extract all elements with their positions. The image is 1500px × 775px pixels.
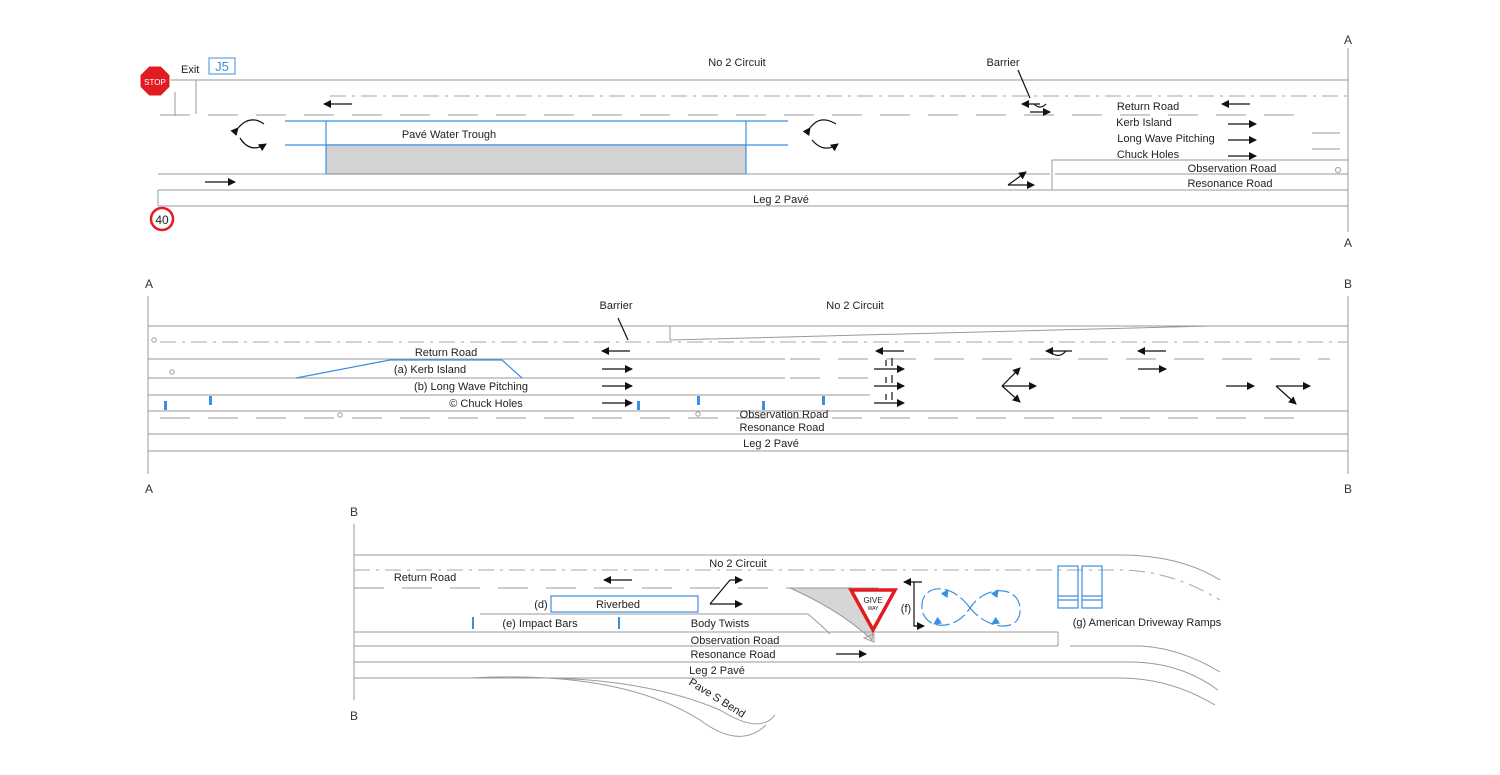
- mini-arrow-cluster-icon: [885, 358, 893, 400]
- s3-riverbed-label: Riverbed: [596, 599, 640, 611]
- s3-body-twists-label: Body Twists: [691, 618, 750, 630]
- marker-b-bottom: B: [350, 709, 358, 723]
- s1-barrier-label: Barrier: [986, 57, 1019, 69]
- kerb-island-outline: [295, 359, 523, 379]
- s2-long-wave-label: (b) Long Wave Pitching: [414, 381, 528, 393]
- s2-return-road-label: Return Road: [415, 347, 477, 359]
- give-way-text-1: GIVE: [863, 596, 882, 605]
- s3-resonance-road-label: Resonance Road: [690, 649, 775, 661]
- chuck-hole-mark: [637, 401, 640, 410]
- s2-barrier-label: Barrier: [599, 300, 632, 312]
- turnaround-left-bottom-icon: [239, 137, 267, 152]
- marker-b-right-top: B: [1344, 277, 1352, 291]
- chuck-hole-mark: [822, 396, 825, 405]
- bollard-icon: [695, 411, 701, 417]
- s2-circuit-label: No 2 Circuit: [826, 300, 883, 312]
- turnaround-right-top-icon: [802, 119, 837, 137]
- s1-resonance-road-label: Resonance Road: [1187, 178, 1272, 190]
- pave-s-bend-road-2: [519, 677, 776, 725]
- chuck-hole-mark: [164, 401, 167, 410]
- s2-barrier-leader: [617, 317, 629, 341]
- bollard-icon: [1335, 167, 1341, 173]
- s3-centre-line: [354, 569, 1221, 601]
- speed-limit-text: 40: [155, 213, 169, 227]
- stop-sign-text: STOP: [144, 78, 166, 87]
- s3-riverbed-tag: (d): [534, 599, 547, 611]
- s3-return-road-label: Return Road: [394, 572, 456, 584]
- section-3: B B (d) Riverbed (e) Impact Bars Body Tw…: [350, 505, 1222, 737]
- s2-resonance-road-label: Resonance Road: [739, 422, 824, 434]
- s3-impact-bars-label: (e) Impact Bars: [502, 618, 578, 630]
- turnaround-right-bottom-icon: [811, 139, 839, 152]
- water-trough-pool: [325, 144, 747, 175]
- s3-right-curve: [1070, 645, 1221, 673]
- curve-icon: [1049, 350, 1067, 357]
- s1-water-trough-label: Pavé Water Trough: [402, 129, 496, 141]
- arrow-southeast-icon: [1275, 385, 1297, 405]
- s1-chuck-holes-label: Chuck Holes: [1117, 149, 1180, 161]
- s3-body-twist-curve: [807, 613, 831, 635]
- fork-line: [709, 579, 731, 605]
- s3-pave-bottom: [354, 677, 1216, 706]
- section-1: A A STOP Exit J: [139, 33, 1352, 250]
- chuck-hole-mark: [209, 396, 212, 405]
- impact-bar-mark: [472, 617, 474, 629]
- s3-pave-s-bend-label: Pave S Bend: [686, 676, 747, 720]
- impact-bar-mark: [618, 617, 620, 629]
- chuck-hole-mark: [697, 396, 700, 405]
- s1-leg2-pave-label: Leg 2 Pavé: [753, 194, 809, 206]
- marker-a-top: A: [1344, 33, 1352, 47]
- marker-a-left-bottom: A: [145, 482, 153, 496]
- exit-label: Exit: [181, 64, 199, 76]
- bollard-icon: [169, 369, 175, 375]
- s1-observation-road-label: Observation Road: [1188, 163, 1277, 175]
- american-ramps-icon: [1057, 565, 1103, 609]
- stop-sign-icon: STOP: [139, 65, 171, 97]
- s3-leg2-pave-label: Leg 2 Pavé: [689, 665, 745, 677]
- section-2: A A B B Barrier No 2 Circu: [145, 277, 1352, 496]
- junction-label: J5: [215, 59, 229, 74]
- barrier-leader-line: [1017, 69, 1031, 99]
- marker-b-right-bottom: B: [1344, 482, 1352, 496]
- s3-circuit-top: [354, 554, 1221, 581]
- observation-road-edge: [1051, 159, 1348, 190]
- bollard-icon: [151, 337, 157, 343]
- s2-leg2-pave-label: Leg 2 Pavé: [743, 438, 799, 450]
- arrow-southeast-icon: [1001, 385, 1021, 403]
- chuck-hole-mark: [762, 401, 765, 410]
- s2-barrier-wedge: [669, 325, 1211, 341]
- s2-observation-road-label: Observation Road: [740, 409, 829, 421]
- barrier-curve-icon: [1033, 103, 1047, 108]
- turnaround-left-top-icon: [230, 119, 265, 136]
- triangle-marker-icon: [862, 633, 875, 643]
- junction-badge: [208, 57, 236, 75]
- marker-b-top: B: [350, 505, 358, 519]
- arrow-northeast-icon: [1001, 367, 1021, 387]
- marker-a-left-top: A: [145, 277, 153, 291]
- riverbed-box: [550, 595, 699, 613]
- figure-eight-icon: [921, 588, 1021, 627]
- s3-f-tag: (f): [901, 603, 911, 615]
- give-way-sign-icon: GIVE WAY: [848, 588, 898, 634]
- marker-a-bottom: A: [1344, 236, 1352, 250]
- s3-american-ramps-label: (g) American Driveway Ramps: [1073, 617, 1222, 629]
- f-bracket: [913, 581, 922, 627]
- s1-long-wave-label: Long Wave Pitching: [1117, 133, 1214, 145]
- speed-limit-sign-icon: 40: [149, 206, 175, 232]
- s1-kerb-island-label: Kerb Island: [1116, 117, 1172, 129]
- s3-observation-road-label: Observation Road: [691, 635, 780, 647]
- s2-chuck-holes-label: © Chuck Holes: [449, 398, 523, 410]
- s1-return-road-label: Return Road: [1117, 101, 1179, 113]
- s3-resonance-bottom: [354, 661, 1219, 691]
- give-way-text-2: WAY: [868, 606, 879, 612]
- s3-circuit-label: No 2 Circuit: [709, 558, 766, 570]
- arrow-northeast-icon: [1007, 171, 1027, 186]
- s1-circuit-label: No 2 Circuit: [708, 57, 765, 69]
- bollard-icon: [337, 412, 343, 418]
- s2-kerb-island-label: (a) Kerb Island: [394, 364, 466, 376]
